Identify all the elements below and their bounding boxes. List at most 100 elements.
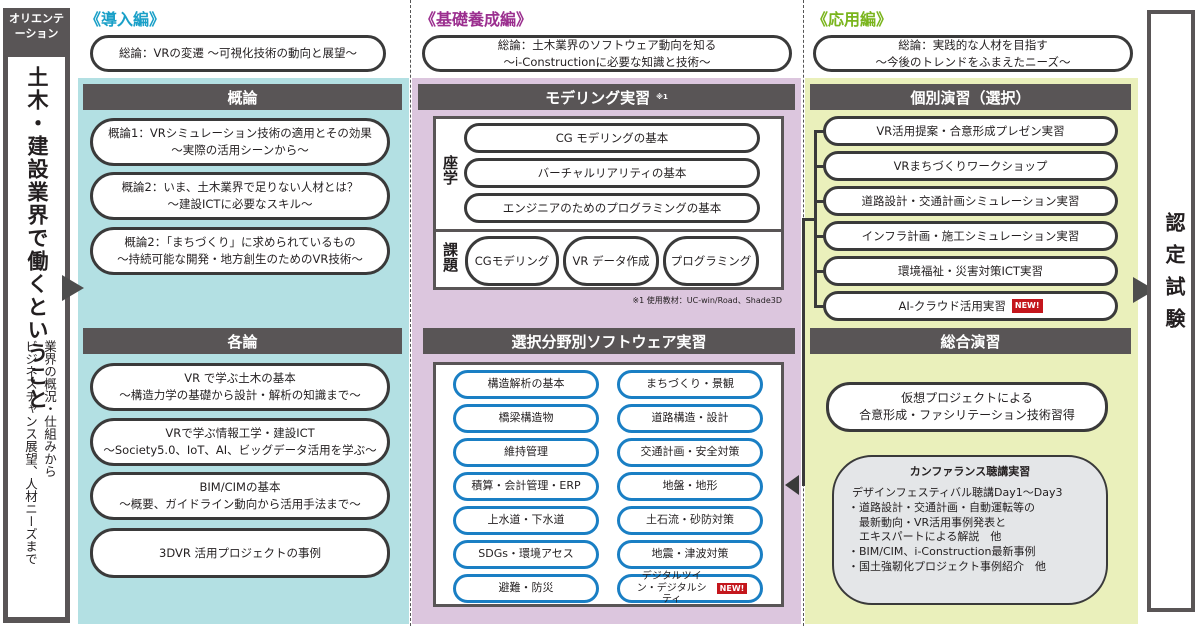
item-title: 概論2：いま、土木業界で足りない人材とは？ [121,180,359,195]
overview-item: 概論2：いま、土木業界で足りない人材とは？ ～建設ICTに必要なスキル～ [90,172,390,220]
item-subtitle: ～概要、ガイドライン動向から活用手法まで～ [119,497,361,511]
applied-summary: 総論：実践的な人材を目指す ～今後のトレンドをふまえたニーズ～ [813,35,1133,72]
item-subtitle: ～建設ICTに必要なスキル～ [167,197,313,211]
item-text: 仮想プロジェクトによる [901,390,1033,405]
item-text: インフラ計画・施工シミュレーション実習 [861,228,1080,243]
bracket-tick [814,200,824,203]
item-text: 上水道・下水道 [487,513,565,527]
item-text: 道路構造・設計 [651,411,729,425]
individual-item: VRまちづくりワークショップ [823,151,1118,181]
note-mark: ※1 [656,93,668,101]
comprehensive-header: 総合演習 [810,328,1131,354]
conference-lines: デザインフェスティバル聴講Day1～Day3・道路設計・交通計画・自動運転等の … [848,486,1106,575]
task-label: 課題 [441,242,459,272]
lecture-item: エンジニアのためのプログラミングの基本 [464,193,760,223]
bracket-tick [814,270,824,273]
lecture-item: CG モデリングの基本 [464,123,760,153]
individual-item: VR活用提案・合意形成プレゼン実習 [823,116,1118,146]
software-item: デジタルツイン・デジタルシティ NEW! [617,571,763,606]
task-item: プログラミング [663,236,759,286]
item-text: 避難・防災 [498,581,554,595]
new-badge: NEW! [1011,299,1043,313]
conference-line: ・BIM/CIM、i-Construction最新事例 [848,545,1036,559]
conference-line: ・道路設計・交通計画・自動運転等の [848,500,1035,514]
task-item: VR データ作成 [563,236,659,286]
topic-item: VRで学ぶ情報工学・建設ICT～Society5.0、IoT、AI、ビッグデータ… [90,418,390,466]
software-item: まちづくり・景観 [617,370,763,399]
task-item: CGモデリング [465,236,559,286]
item-title: BIM/CIMの基本 [199,480,281,495]
conference-line: 最新動向・VR活用事例発表と [848,515,1007,529]
software-item: SDGs・環境アセス [453,540,599,569]
bracket-tick [814,235,824,238]
item-text: 道路設計・交通計画シミュレーション実習 [861,193,1080,208]
item-subtitle: ～実際の活用シーンから～ [171,143,309,157]
summary-text: ～i-Constructionに必要な知識と技術～ [503,54,711,69]
basic-summary: 総論：土木業界のソフトウェア動向を知る ～i-Constructionに必要な知識… [422,35,792,72]
software-item: 地震・津波対策 [617,540,763,569]
individual-item: 環境福祉・災害対策ICT実習 [823,256,1118,286]
item-text: SDGs・環境アセス [478,547,574,561]
software-item: 交通計画・安全対策 [617,438,763,467]
orientation-title: 土木・建設業界で働くということ [25,66,49,411]
item-subtitle: ～持続可能な開発・地方創生のためのVR技術～ [117,252,363,266]
item-text: 積算・会計管理・ERP [471,479,581,493]
topic-item: VR で学ぶ土木の基本 ～構造力学の基礎から設計・解析の知識まで～ [90,363,390,411]
item-text: 地震・津波対策 [651,547,729,561]
item-title: 概論1：VRシミュレーション技術の適用とその効果 [108,126,372,141]
lecture-item: バーチャルリアリティの基本 [464,158,760,188]
orientation-body [8,57,65,617]
divider [410,0,411,626]
item-text: プログラミング [670,253,752,268]
intro-summary: 総論：VRの変遷 ～可視化技術の動向と展望～ [90,35,386,72]
software-item: 橋梁構造物 [453,404,599,433]
topic-item: BIM/CIMの基本 ～概要、ガイドライン動向から活用手法まで～ [90,472,390,520]
item-text: 交通計画・安全対策 [640,445,740,459]
orientation-subtitle: 業界の概況・仕組みから [42,340,57,478]
item-text: 維持管理 [504,445,548,459]
connector-line [802,218,805,486]
item-text: バーチャルリアリティの基本 [537,165,687,180]
item-text: 橋梁構造物 [498,411,554,425]
item-subtitle: ～Society5.0、IoT、AI、ビッグデータ活用を学ぶ～ [103,443,377,457]
overview-header: 概論 [83,84,402,110]
overview-item: 概論2：「まちづくり」に求められているもの ～持続可能な開発・地方創生のためのVR… [90,227,390,275]
conference-box: カンファランス聴講実習 デザインフェスティバル聴講Day1～Day3・道路設計・… [832,455,1108,605]
new-badge: NEW! [716,582,748,595]
summary-text: 総論：土木業界のソフトウェア動向を知る [497,37,717,52]
software-header: 選択分野別ソフトウェア実習 [423,328,795,354]
item-title: VR で学ぶ土木の基本 [184,371,296,386]
section-label-intro: 《導入編》 [85,10,166,29]
individual-item: インフラ計画・施工シミュレーション実習 [823,221,1118,251]
software-item: 地盤・地形 [617,472,763,501]
item-text: VR データ作成 [572,253,650,268]
software-item: 道路構造・設計 [617,404,763,433]
modeling-header: モデリング実習※1 [418,84,795,110]
conference-line: デザインフェスティバル聴講Day1～Day3 [852,485,1063,499]
item-subtitle: ～構造力学の基礎から設計・解析の知識まで～ [119,388,361,402]
item-text: 地盤・地形 [662,479,718,493]
conference-line: ・国土強靭化プロジェクト事例紹介 他 [848,560,1046,574]
item-text: CG モデリングの基本 [555,130,669,145]
summary-text: 総論：実践的な人材を目指す [898,37,1048,52]
item-title: 概論2：「まちづくり」に求められているもの [124,235,356,250]
item-text: まちづくり・景観 [646,377,734,391]
arrow-right-icon [62,275,84,301]
software-item: 土石流・砂防対策 [617,506,763,535]
orientation-header: オリエンテーション [9,12,64,40]
item-text: デジタルツイン・デジタルシティ [636,571,707,606]
software-item: 構造解析の基本 [453,370,599,399]
topic-item: 3DVR 活用プロジェクトの事例 [90,528,390,578]
item-text: 環境福祉・災害対策ICT実習 [898,263,1043,278]
software-item: 避難・防災 [453,574,599,603]
orientation-subtitle: ビジネスチャンス展望、人材ニーズまで [23,340,38,565]
item-text: 土石流・砂防対策 [646,513,734,527]
lecture-label: 座学 [441,155,459,185]
conference-title: カンファランス聴講実習 [909,465,1031,478]
connector-line [803,218,817,221]
overview-item: 概論1：VRシミュレーション技術の適用とその効果 ～実際の活用シーンから～ [90,118,390,166]
comprehensive-item: 仮想プロジェクトによる合意形成・ファシリテーション技術習得 [826,382,1108,432]
summary-text: ～今後のトレンドをふまえたニーズ～ [875,54,1071,69]
bracket-tick [814,165,824,168]
